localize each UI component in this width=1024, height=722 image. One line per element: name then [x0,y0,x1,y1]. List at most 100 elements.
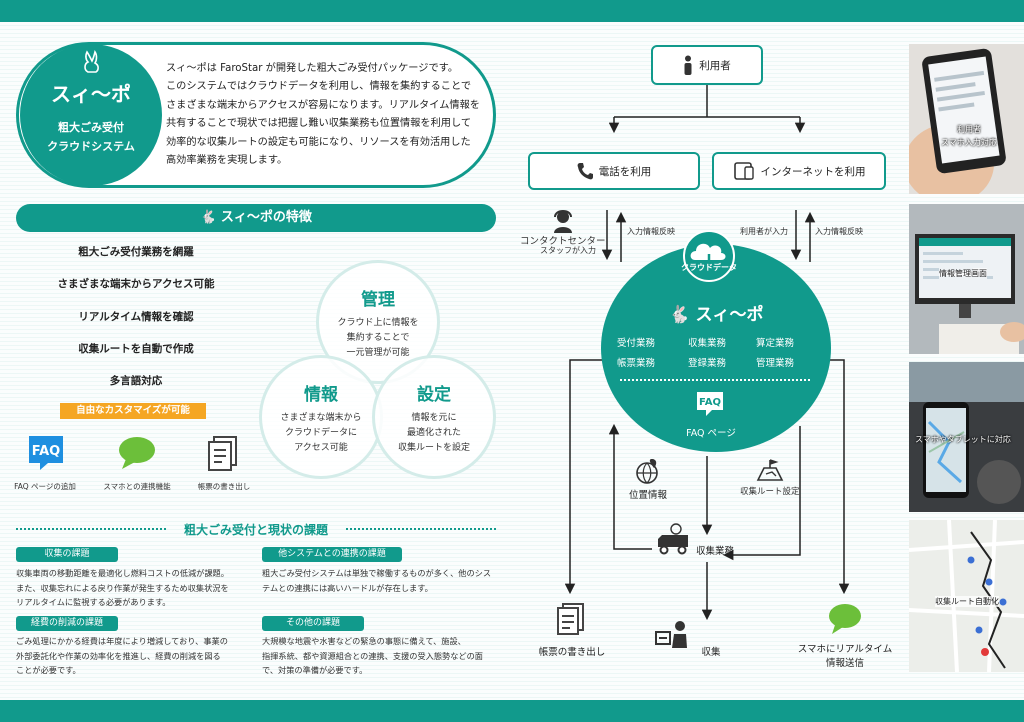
intro-line: さまざまな端末からアクセスが容易になります。リアルタイム情報を [166,99,480,111]
realtime-line: 情報送信 [825,658,864,669]
bottom-band [0,700,1024,722]
intro-line: 高効率業務を実現します。 [166,155,288,167]
task-item: 登録業務 [688,358,727,369]
truck-icon [658,523,688,555]
issue-line: で、対策の準備が必要です。 [262,665,368,675]
input-reflect-right: 入力情報反映 [815,227,863,236]
photo-tablet-car: スマホやタブレットに対応 [909,362,1024,512]
venn-desc: クラウド上に情報を 集約することで 一元管理が可能 [319,316,437,361]
person-icon [684,55,692,75]
faq-icon-text: FAQ [32,444,61,459]
issue-line: 収集車両の移動距離を最適化し燃料コストの低減が課題。 [16,568,229,578]
issue-line: ことが必要です。 [16,665,81,675]
issue-text: 大規模な地震や水害などの緊急の事態に備えて、施設、 指揮系統、都や資源組合との連… [262,634,500,678]
feature-item: 収集ルートを自動で作成 [78,343,194,355]
cloud-data-icon [683,230,735,282]
hand-phone-illustration [909,44,1024,194]
cloud-data-label: クラウドデータ [681,263,737,272]
user-box: 利用者 [651,45,763,85]
contact-center-label: コンタクトセンター [520,236,606,247]
issue-line: 大規模な地震や水害などの緊急の事態に備えて、施設、 [262,636,466,646]
task-item: 帳票業務 [617,358,656,369]
divider-dots [346,528,496,530]
smartphone-tablet-icon [733,162,754,180]
top-band [0,0,1024,22]
task-item: 収集業務 [688,338,727,349]
photo-route-map: 収集ルート自動化 [909,520,1024,672]
phone-icon [577,163,593,180]
logo-circle: スィ〜ポ 粗大ごみ受付 クラウドシステム [20,44,162,186]
issue-line: テムとの連携には高いハードルが存在します。 [262,582,433,593]
venn-desc: さまざまな端末から クラウドデータに アクセス可能 [262,411,380,456]
rabbit-icon [84,50,99,73]
photo-caption: 収集ルート自動化 [935,596,999,607]
venn-line: 収集ルートを設定 [397,443,470,453]
flow-connectors [564,85,850,621]
chat-bubble-icon [119,437,155,469]
realtime-label: スマホにリアルタイム 情報送信 [786,641,904,669]
feature-item: さまざまな端末からアクセス可能 [57,278,215,290]
issue-line: また、収集忘れによる戻り作業が発生するため収集状況を [16,582,229,593]
input-reflect-left: 入力情報反映 [627,227,675,236]
venn-desc: 情報を元に 最適化された 収集ルートを設定 [375,411,493,456]
user-label: 利用者 [699,59,731,72]
intro-line: 効率的な収集ルートの設定も可能になり、リソースを有効活用した [166,136,471,148]
icon-label: 帳票の書き出し [197,482,251,491]
worker-icon [655,621,687,648]
issues-title: 粗大ごみ受付と現状の課題 [183,523,328,537]
venn-line: クラウドデータに [284,428,357,438]
document-icon [557,603,584,635]
venn-title: 情報 [304,385,338,405]
realtime-line: スマホにリアルタイム [797,644,893,655]
faq-icon: FAQ [29,436,63,470]
features-title: スィ〜ポの特徴 [220,210,312,225]
intro-text: スィ〜ポは FaroStar が開発した粗大ごみ受付パッケージです。 このシステ… [166,60,486,170]
venn-title: 設定 [417,385,451,405]
venn-title: 管理 [361,290,395,310]
issue-text: 収集車両の移動距離を最適化し燃料コストの低減が課題。 また、収集忘れによる戻り作… [16,566,256,610]
photo-management-screen: 情報管理画面 [909,204,1024,354]
issue-label: 経費の削減の課題 [16,616,118,631]
intro-line: 共有することで現状では把握し難い収集業務も位置情報を利用して [166,118,472,130]
venn-circle-jouhou: 情報 さまざまな端末から クラウドデータに アクセス可能 [259,355,383,479]
issue-line: 指揮系統、都や資源組合との連携、支援の受入態勢などの面 [262,650,483,661]
photo-smartphone-input: 利用者 スマホ入力対応 [909,44,1024,194]
faq-page-label: FAQ ページ [686,428,736,439]
task-item: 管理業務 [756,358,795,369]
car-tablet-illustration [909,362,1024,512]
issue-line: ごみ処理にかかる経費は年度により増減しており、事業の [16,636,228,646]
task-item: 算定業務 [756,338,795,349]
user-input-label: 利用者が入力 [740,227,788,236]
faq-icon: FAQ [697,392,723,416]
issue-label: その他の課題 [262,616,364,631]
chat-bubble-icon [829,604,861,634]
center-name-text: スィ〜ポ [695,305,764,325]
venn-line: 最適化された [406,428,461,438]
issue-text: ごみ処理にかかる経費は年度により増減しており、事業の 外部委託化や作業の効率化を… [16,634,256,678]
photo-caption: スマホ入力対応 [941,138,997,147]
phone-box: 電話を利用 [528,152,700,190]
photo-caption: スマホやタブレットに対応 [915,435,1011,444]
custom-badge: 自由なカスタマイズが可能 [60,403,206,419]
intro-line: スィ〜ポは FaroStar が開発した粗大ごみ受付パッケージです。 [166,63,459,74]
logo-name: スィ〜ポ [51,82,131,106]
feature-item: リアルタイム情報を確認 [78,311,194,323]
issue-line: 外部委託化や作業の効率化を推進し、経費の削減を図る [16,650,221,661]
task-item: 受付業務 [617,338,656,349]
issue-line: リアルタイムに監視する必要があります。 [16,597,171,607]
venn-line: 一元管理が可能 [346,348,410,358]
feature-item: 粗大ごみ受付業務を網羅 [78,246,194,258]
monitor-illustration [909,204,1024,354]
logo-sub-1: 粗大ごみ受付 [58,121,124,134]
circle-divider [620,379,810,381]
photo-caption: 利用者 [957,125,981,134]
venn-line: クラウド上に情報を [337,318,419,328]
center-name: 🐇 スィ〜ポ [641,300,791,325]
phone-label: 電話を利用 [598,165,652,178]
issue-label: 収集の課題 [16,547,118,562]
issue-line: 粗大ごみ受付システムは単独で稼働するものが多く、他のシス [262,568,492,578]
internet-label: インターネットを利用 [760,165,866,178]
photo-caption: 情報管理画面 [939,268,987,279]
logo-subtitle: 粗大ごみ受付 クラウドシステム [20,118,162,156]
icon-label: スマホとの連携機能 [103,482,171,491]
